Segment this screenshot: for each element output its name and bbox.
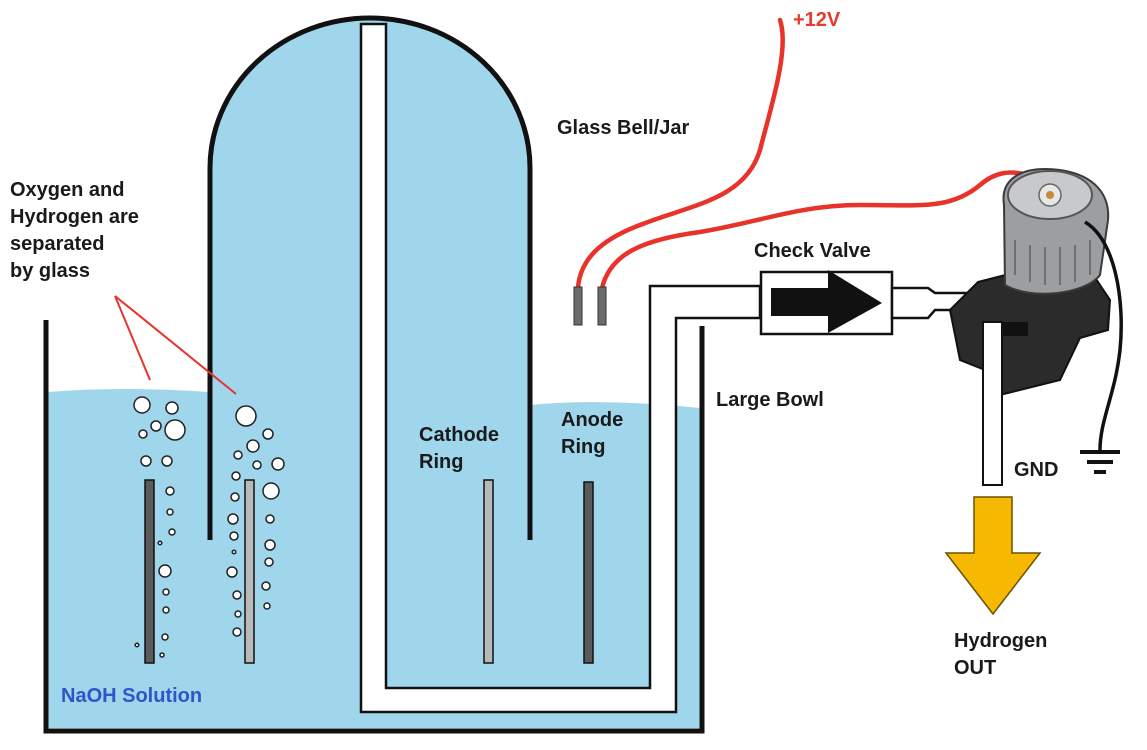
glass-bell-label: Glass Bell/Jar (557, 117, 690, 139)
wire-plus12v (575, 17, 785, 291)
note-pointer-lines (114, 295, 237, 395)
check-valve-arrow-icon (771, 270, 882, 333)
ground-wire (1084, 220, 1123, 451)
electrode-left-dark (144, 479, 155, 664)
large-bowl-outline (43, 320, 705, 734)
cathode-ring-electrode (483, 479, 494, 664)
lead-right (597, 286, 607, 326)
check-valve-label: Check Valve (754, 240, 871, 262)
pump-motor-icon (948, 168, 1112, 397)
bubbles-left (133, 396, 186, 658)
electrode-left-light (244, 479, 255, 664)
ground-symbol-icon (1080, 450, 1120, 474)
anode-ring-label: Anode Ring (561, 409, 624, 458)
wire-to-motor (599, 170, 1031, 291)
gnd-label: GND (1014, 459, 1059, 481)
lead-left (573, 286, 583, 326)
cathode-ring-label: Cathode Ring (419, 424, 499, 473)
output-arrow-icon (944, 496, 1042, 616)
hydrogen-out-label: Hydrogen OUT (954, 630, 1048, 679)
pump-outlet-tube (982, 321, 1003, 486)
plus12v-label: +12V (793, 9, 841, 31)
large-bowl-label: Large Bowl (716, 389, 824, 411)
naoh-solution-label: NaOH Solution (61, 685, 203, 707)
glass-bell-outline (207, 15, 533, 540)
bubbles-right (226, 405, 285, 637)
anode-ring-electrode (583, 481, 594, 664)
oxygen-note-label: Oxygen and Hydrogen are separated by gla… (10, 179, 139, 282)
